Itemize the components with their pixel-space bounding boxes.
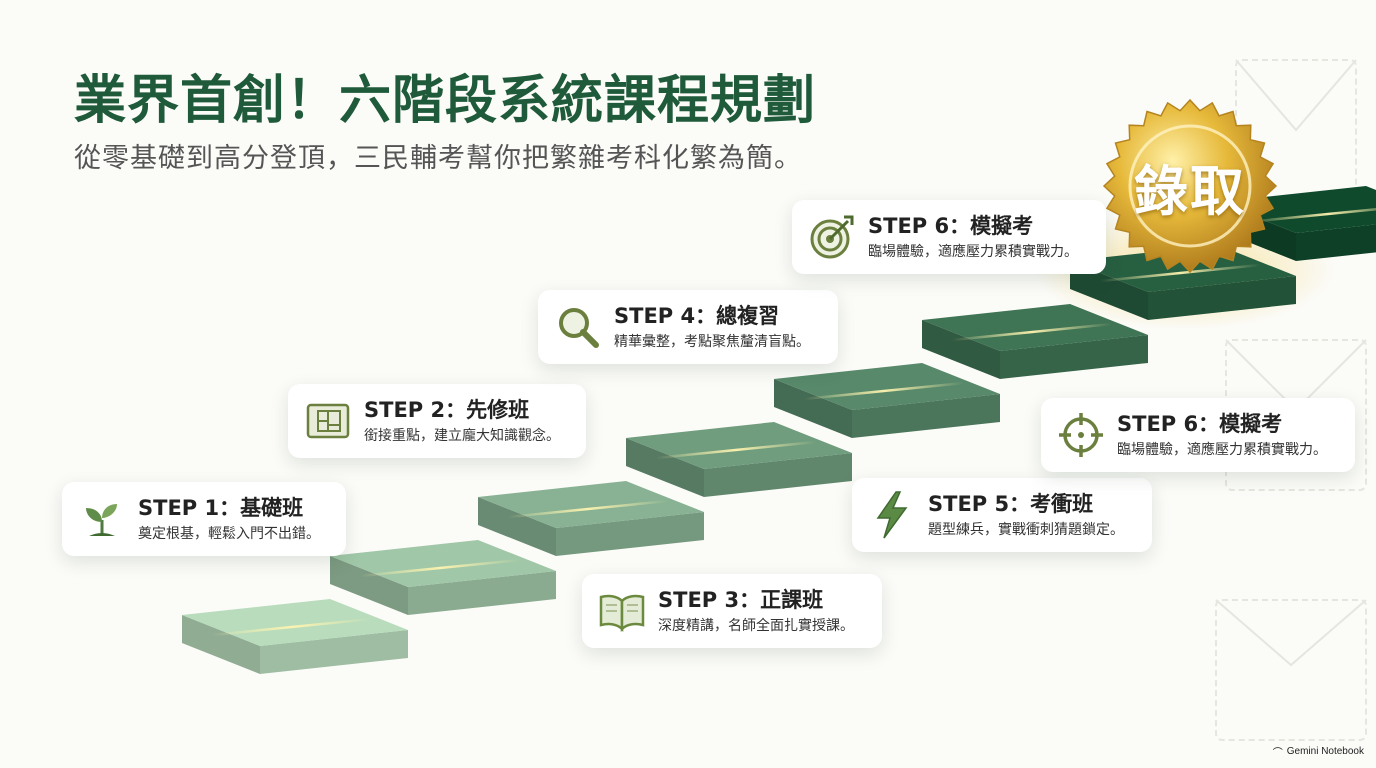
stair-step-4 xyxy=(626,422,852,469)
page-title: 業界首創！六階段系統課程規劃 xyxy=(74,71,817,131)
stair-step-6 xyxy=(922,320,1000,379)
step-description: 臨場體驗，適應壓力累積實戰力。 xyxy=(1117,442,1327,458)
stair-step-7 xyxy=(1070,261,1148,320)
stair-step-3 xyxy=(556,512,704,556)
stair-step-3 xyxy=(478,481,704,528)
step-card-4: STEP 4：總複習 精華彙整，考點聚焦釐清盲點。 xyxy=(538,290,838,364)
step-description: 奠定根基，輕鬆入門不出錯。 xyxy=(138,526,320,542)
stair-step-8 xyxy=(1296,224,1376,261)
step-title: STEP 2：先修班 xyxy=(364,398,530,422)
target-icon xyxy=(806,211,858,263)
crosshair-icon xyxy=(1055,409,1107,461)
stair-step-7 xyxy=(1070,245,1296,292)
stair-step-5 xyxy=(774,379,852,438)
stair-highlight xyxy=(211,617,373,637)
step-description: 深度精講，名師全面扎實授課。 xyxy=(658,618,854,634)
step-title: STEP 6：模擬考 xyxy=(868,214,1034,238)
stair-step-5 xyxy=(852,394,1000,438)
sprout-icon xyxy=(76,493,128,545)
stair-highlight xyxy=(359,558,521,578)
stair-step-3 xyxy=(478,497,556,556)
step-description: 臨場體驗，適應壓力累積實戰力。 xyxy=(868,244,1078,260)
step-title: STEP 4：總複習 xyxy=(614,304,780,328)
stair-step-6 xyxy=(922,304,1148,351)
stair-step-2 xyxy=(408,571,556,615)
step-card-1: STEP 1：基礎班 奠定根基，輕鬆入門不出錯。 xyxy=(62,482,346,556)
stair-highlight xyxy=(655,440,817,460)
stair-step-1 xyxy=(182,599,408,646)
stair-highlight xyxy=(507,499,669,519)
step-title: STEP 6：模擬考 xyxy=(1117,412,1283,436)
step-description: 題型練兵，實戰衝刺猜題鎖定。 xyxy=(928,522,1124,538)
step-title: STEP 1：基礎班 xyxy=(138,496,304,520)
blueprint-icon xyxy=(302,395,354,447)
step-title: STEP 5：考衝班 xyxy=(928,492,1094,516)
footer-label: Gemini Notebook xyxy=(1286,746,1364,757)
stair-highlight xyxy=(1247,207,1376,224)
book-icon xyxy=(596,585,648,637)
step-card-6-top: STEP 6：模擬考 臨場體驗，適應壓力累積實戰力。 xyxy=(792,200,1106,274)
magnifier-icon xyxy=(552,301,604,353)
step-description: 銜接重點，建立龐大知識觀念。 xyxy=(364,428,560,444)
step-card-2: STEP 2：先修班 銜接重點，建立龐大知識觀念。 xyxy=(288,384,586,458)
footer-brand: ⌒ Gemini Notebook xyxy=(1273,744,1364,759)
stair-highlight xyxy=(803,381,965,401)
stair-step-2 xyxy=(330,540,556,587)
stair-step-4 xyxy=(704,453,852,497)
stair-step-2 xyxy=(330,556,408,615)
admission-medal: 錄取 xyxy=(1100,96,1280,276)
lightning-icon xyxy=(866,489,918,541)
step-description: 精華彙整，考點聚焦釐清盲點。 xyxy=(614,334,810,350)
stair-step-4 xyxy=(626,438,704,497)
medal-label: 錄取 xyxy=(1134,159,1246,223)
stair-step-5 xyxy=(774,363,1000,410)
stair-step-1 xyxy=(260,630,408,674)
step-card-6-right: STEP 6：模擬考 臨場體驗，適應壓力累積實戰力。 xyxy=(1041,398,1355,472)
stair-highlight xyxy=(1099,263,1261,283)
stair-highlight xyxy=(951,322,1113,342)
stair-step-6 xyxy=(1000,335,1148,379)
page-subtitle: 從零基礎到高分登頂，三民輔考幫你把繁雜考科化繁為簡。 xyxy=(74,143,802,174)
step-title: STEP 3：正課班 xyxy=(658,588,824,612)
stair-step-7 xyxy=(1148,276,1296,320)
gemini-notebook-icon: ⌒ xyxy=(1272,748,1283,759)
stair-step-1 xyxy=(182,615,260,674)
step-card-3: STEP 3：正課班 深度精講，名師全面扎實授課。 xyxy=(582,574,882,648)
step-card-5: STEP 5：考衝班 題型練兵，實戰衝刺猜題鎖定。 xyxy=(852,478,1152,552)
